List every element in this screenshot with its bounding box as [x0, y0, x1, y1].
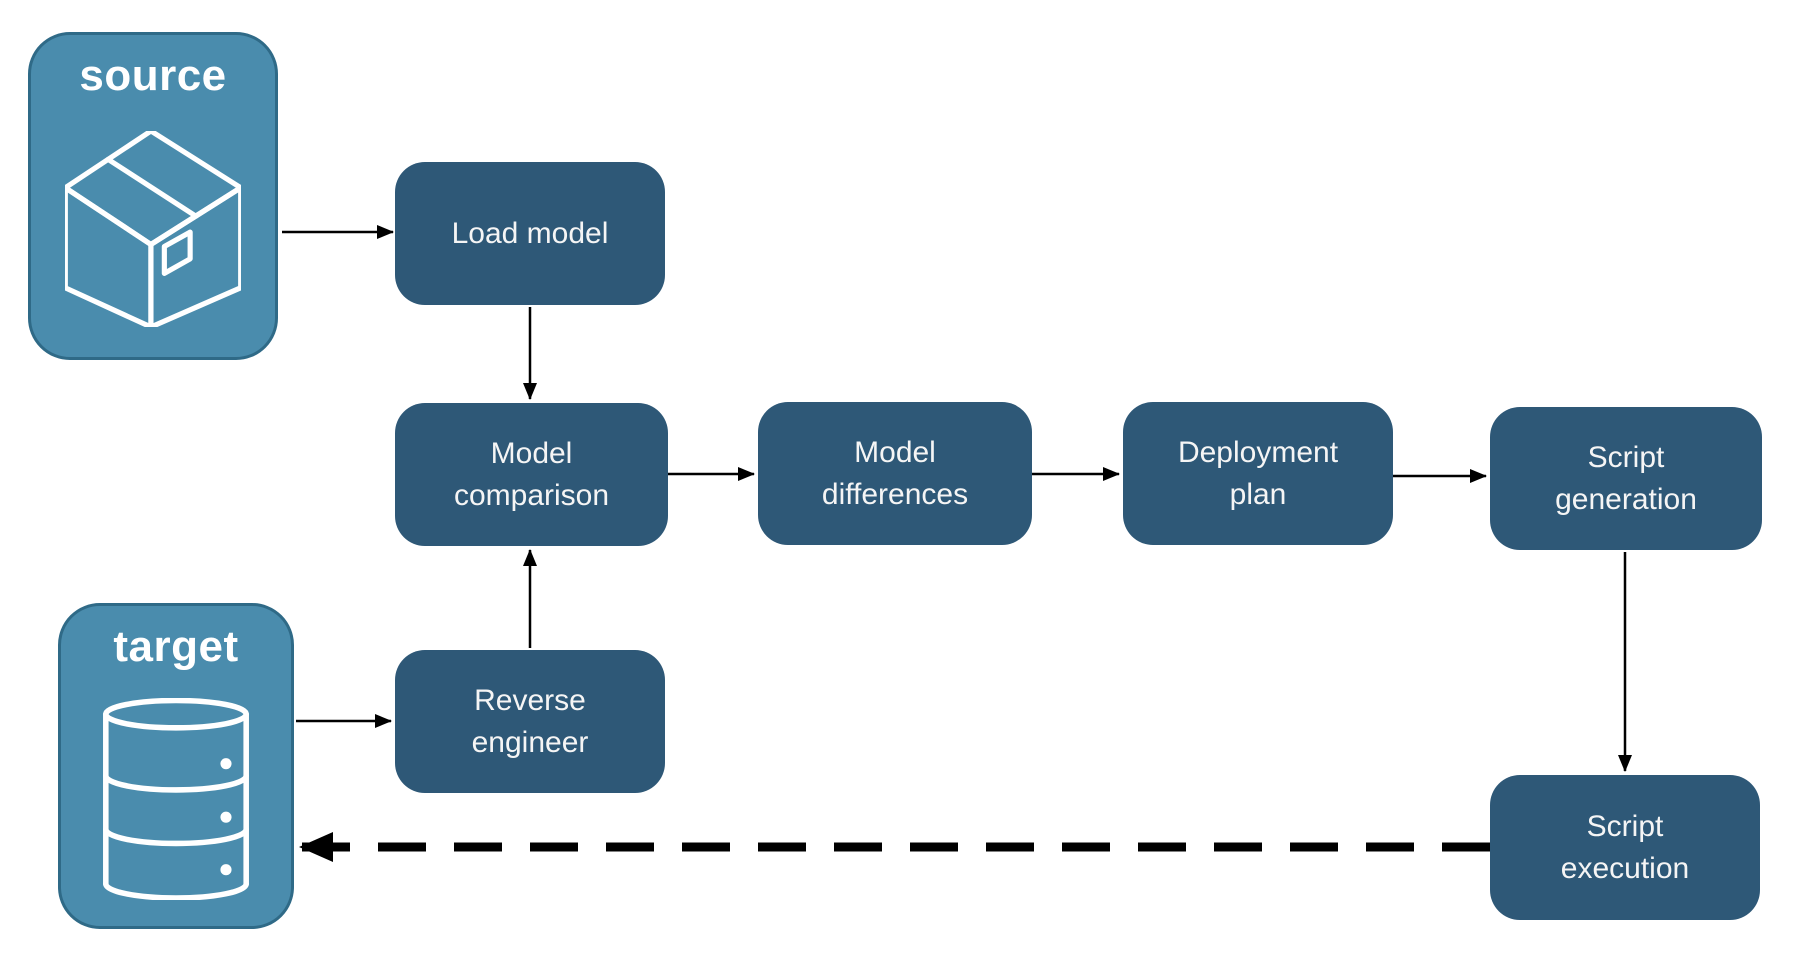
node-script-generation: Script generation [1490, 407, 1762, 550]
source-card: source [28, 32, 278, 360]
source-label: source [79, 51, 227, 100]
node-deployment-plan: Deployment plan [1123, 402, 1393, 545]
node-model-comparison: Model comparison [395, 403, 668, 546]
node-load-model: Load model [395, 162, 665, 305]
package-icon [65, 131, 241, 327]
node-reverse-engineer: Reverse engineer [395, 650, 665, 793]
target-icon-wrap [61, 672, 291, 926]
target-card: target [58, 603, 294, 929]
node-model-differences: Model differences [758, 402, 1032, 545]
database-icon [103, 698, 249, 900]
node-script-execution: Script execution [1490, 775, 1760, 920]
target-label: target [113, 622, 239, 671]
source-icon-wrap [31, 101, 275, 357]
